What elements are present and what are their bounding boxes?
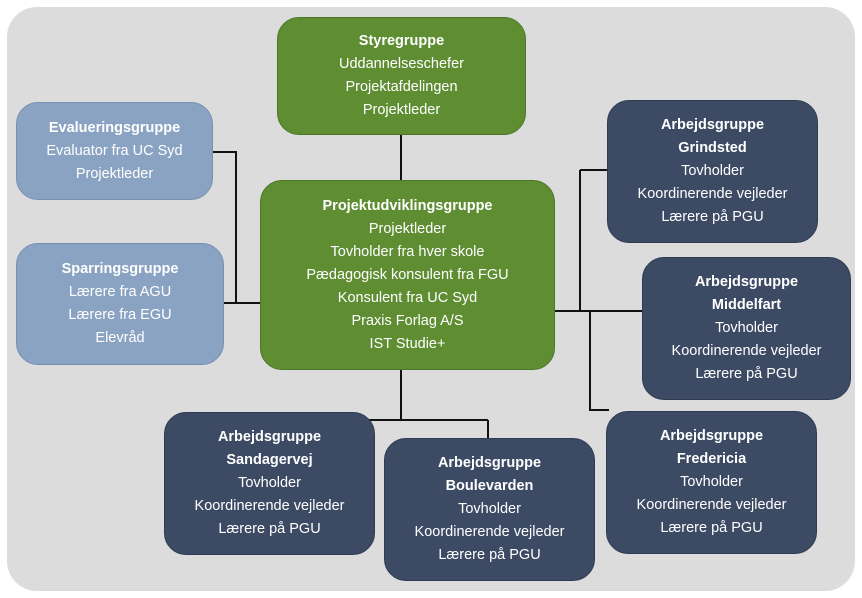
middelfart-title: Arbejdsgruppe <box>694 274 799 290</box>
styregruppe-line: Projektafdelingen <box>345 79 458 95</box>
boulevarden-title-location: Boulevarden <box>445 478 534 494</box>
grindsted-line: Koordinerende vejleder <box>637 186 788 202</box>
sandagervej-line: Lærere på PGU <box>218 521 321 537</box>
styregruppe-box: Styregruppe Uddannelseschefer Projektafd… <box>277 17 526 135</box>
projektudviklingsgruppe-line: Konsulent fra UC Syd <box>337 289 478 306</box>
grindsted-box: Arbejdsgruppe Grindsted Tovholder Koordi… <box>607 100 818 243</box>
middelfart-line: Lærere på PGU <box>695 366 798 382</box>
grindsted-title: Arbejdsgruppe <box>660 117 765 133</box>
fredericia-box: Arbejdsgruppe Fredericia Tovholder Koord… <box>606 411 817 554</box>
middelfart-line: Koordinerende vejleder <box>671 343 822 359</box>
sparringsgruppe-box: Sparringsgruppe Lærere fra AGU Lærere fr… <box>16 243 224 365</box>
fredericia-line: Tovholder <box>680 474 743 490</box>
boulevarden-line: Lærere på PGU <box>438 547 541 563</box>
grindsted-title-location: Grindsted <box>678 140 747 156</box>
sandagervej-line: Tovholder <box>238 475 301 491</box>
boulevarden-line: Koordinerende vejleder <box>414 524 565 540</box>
styregruppe-line: Uddannelseschefer <box>339 56 464 72</box>
sandagervej-title: Arbejdsgruppe <box>217 429 322 445</box>
projektudviklingsgruppe-line: Projektleder <box>368 220 447 237</box>
sparringsgruppe-line: Lærere fra EGU <box>68 307 172 323</box>
styregruppe-title: Styregruppe <box>358 33 445 49</box>
fredericia-line: Lærere på PGU <box>660 520 763 536</box>
middelfart-box: Arbejdsgruppe Middelfart Tovholder Koord… <box>642 257 851 400</box>
grindsted-line: Tovholder <box>681 163 744 179</box>
sandagervej-line: Koordinerende vejleder <box>194 498 345 514</box>
fredericia-line: Koordinerende vejleder <box>636 497 787 513</box>
fredericia-title: Arbejdsgruppe <box>659 428 764 444</box>
projektudviklingsgruppe-line: Pædagogisk konsulent fra FGU <box>306 266 509 283</box>
evalueringsgruppe-box: Evalueringsgruppe Evaluator fra UC Syd P… <box>16 102 213 200</box>
evalueringsgruppe-line: Projektleder <box>75 165 154 182</box>
sandagervej-title-location: Sandagervej <box>226 452 313 468</box>
evalueringsgruppe-title: Evalueringsgruppe <box>48 119 181 136</box>
sparringsgruppe-line: Elevråd <box>95 330 145 346</box>
boulevarden-box: Arbejdsgruppe Boulevarden Tovholder Koor… <box>384 438 595 581</box>
projektudviklingsgruppe-line: Tovholder fra hver skole <box>330 243 485 260</box>
boulevarden-line: Tovholder <box>458 501 521 517</box>
projektudviklingsgruppe-box: Projektudviklingsgruppe Projektleder Tov… <box>260 180 555 370</box>
grindsted-line: Lærere på PGU <box>661 209 764 225</box>
projektudviklingsgruppe-line: Praxis Forlag A/S <box>351 312 464 329</box>
boulevarden-title: Arbejdsgruppe <box>437 455 542 471</box>
sparringsgruppe-title: Sparringsgruppe <box>61 261 179 277</box>
styregruppe-line: Projektleder <box>362 102 441 118</box>
projektudviklingsgruppe-line: IST Studie+ <box>369 335 446 352</box>
projektudviklingsgruppe-title: Projektudviklingsgruppe <box>322 197 493 214</box>
middelfart-title-location: Middelfart <box>711 297 782 313</box>
sandagervej-box: Arbejdsgruppe Sandagervej Tovholder Koor… <box>164 412 375 555</box>
fredericia-title-location: Fredericia <box>676 451 747 467</box>
middelfart-line: Tovholder <box>715 320 778 336</box>
sparringsgruppe-line: Lærere fra AGU <box>68 284 172 300</box>
evalueringsgruppe-line: Evaluator fra UC Syd <box>46 142 183 159</box>
